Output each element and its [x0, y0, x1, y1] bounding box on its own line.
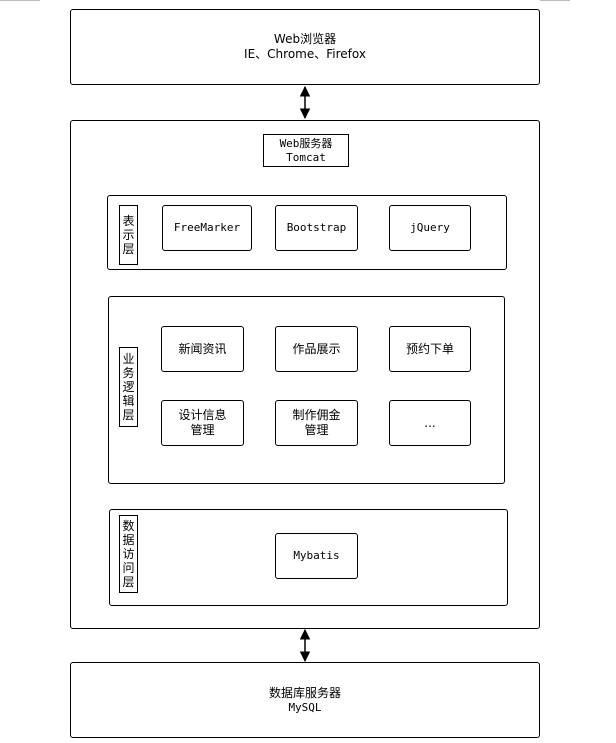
mybatis-box: Mybatis	[275, 533, 358, 579]
label-char: 据	[122, 533, 135, 547]
more-box: ...	[389, 400, 471, 446]
label-char: 辑	[122, 394, 135, 408]
database-server-box: 数据库服务器 MySQL	[70, 662, 540, 738]
freemarker-box: FreeMarker	[162, 205, 252, 251]
web-server-label: Web服务器 Tomcat	[263, 134, 349, 167]
label-char: 示	[122, 228, 135, 242]
design-info-box: 设计信息 管理	[161, 400, 244, 446]
label-char: 数	[122, 519, 135, 533]
web-server-subtitle: Tomcat	[286, 150, 326, 164]
database-server-subtitle: MySQL	[288, 700, 322, 714]
web-browser-title: Web浏览器	[273, 32, 337, 46]
bootstrap-box: Bootstrap	[275, 205, 358, 251]
label-char: 务	[122, 366, 135, 380]
data-access-layer-label: 数 据 访 问 层	[119, 515, 138, 593]
commission-box: 制作佣金 管理	[275, 400, 358, 446]
top-right-mark	[540, 0, 570, 1]
web-server-title: Web服务器	[279, 136, 333, 150]
label-char: 业	[122, 352, 135, 366]
presentation-layer-label: 表 示 层	[119, 205, 138, 265]
booking-box: 预约下单	[389, 326, 471, 372]
booking-label: 预约下单	[405, 341, 454, 356]
design-info-line1: 设计信息	[178, 408, 227, 422]
news-label: 新闻资讯	[178, 341, 227, 356]
business-logic-layer-label: 业 务 逻 辑 层	[119, 347, 138, 427]
web-browser-box: Web浏览器 IE、Chrome、Firefox	[70, 9, 540, 85]
top-left-mark	[0, 0, 40, 1]
jquery-box: jQuery	[389, 205, 471, 251]
label-char: 问	[122, 561, 135, 575]
business-logic-layer	[108, 296, 505, 484]
label-char: 层	[122, 408, 135, 422]
label-char: 表	[122, 214, 135, 228]
commission-line2: 管理	[304, 423, 329, 437]
news-box: 新闻资讯	[161, 326, 244, 372]
label-char: 层	[122, 242, 135, 256]
more-label: ...	[424, 415, 436, 430]
label-char: 逻	[122, 380, 135, 394]
commission-line1: 制作佣金	[292, 408, 341, 422]
web-browser-subtitle: IE、Chrome、Firefox	[244, 47, 366, 61]
design-info-line2: 管理	[190, 423, 215, 437]
works-box: 作品展示	[275, 326, 358, 372]
works-label: 作品展示	[292, 341, 341, 356]
database-server-title: 数据库服务器	[268, 685, 341, 700]
label-char: 访	[122, 547, 135, 561]
label-char: 层	[122, 575, 135, 589]
